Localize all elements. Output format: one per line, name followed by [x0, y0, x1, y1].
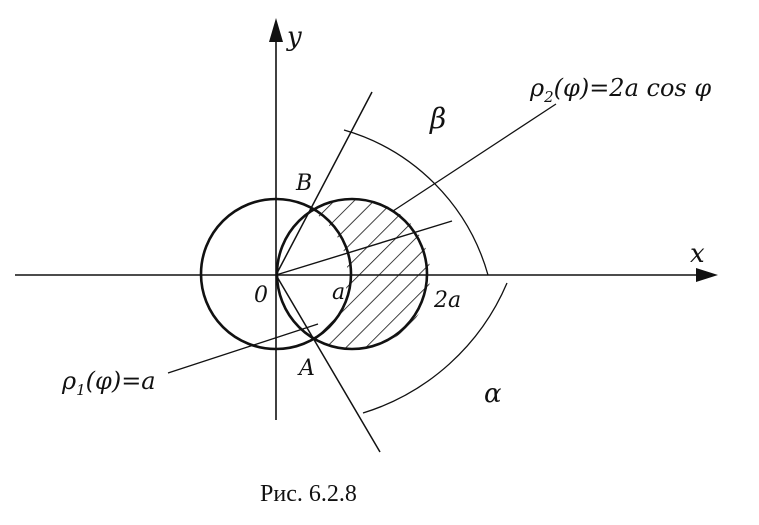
- rho2-formula: ρ2(φ)=2a cos φ: [529, 74, 711, 106]
- x-axis-arrowhead: [696, 268, 718, 282]
- rho2-subscript: 2: [543, 88, 554, 106]
- two-a-label: 2a: [433, 288, 461, 313]
- ray-through-a: [275, 274, 381, 453]
- rho1-formula: ρ1(φ)=a: [61, 367, 156, 399]
- rho2-symbol: ρ: [529, 74, 544, 102]
- rho2-leader-line: [392, 103, 557, 212]
- y-axis-label: y: [286, 22, 302, 52]
- beta-arc: [343, 129, 489, 276]
- y-axis-arrowhead: [269, 18, 283, 42]
- beta-label: β: [429, 102, 446, 135]
- rho1-symbol: ρ: [61, 367, 76, 395]
- origin-label: 0: [254, 283, 268, 308]
- a-label: a: [332, 280, 345, 305]
- rho1-subscript: 1: [76, 381, 86, 399]
- ray-through-b: [275, 91, 373, 276]
- x-axis-label: x: [690, 239, 705, 269]
- rho2-expression: (φ)=2a cos φ: [554, 74, 712, 102]
- point-b-label: B: [295, 171, 312, 196]
- circle-rho1: [199, 197, 353, 351]
- alpha-arc: [362, 282, 508, 414]
- rho1-expression: (φ)=a: [86, 367, 156, 395]
- figure-caption: Рис. 6.2.8: [260, 481, 357, 507]
- rho1-leader-line: [167, 323, 319, 374]
- inner-ray: [275, 220, 453, 276]
- point-a-label: A: [297, 356, 315, 381]
- alpha-label: α: [484, 379, 502, 409]
